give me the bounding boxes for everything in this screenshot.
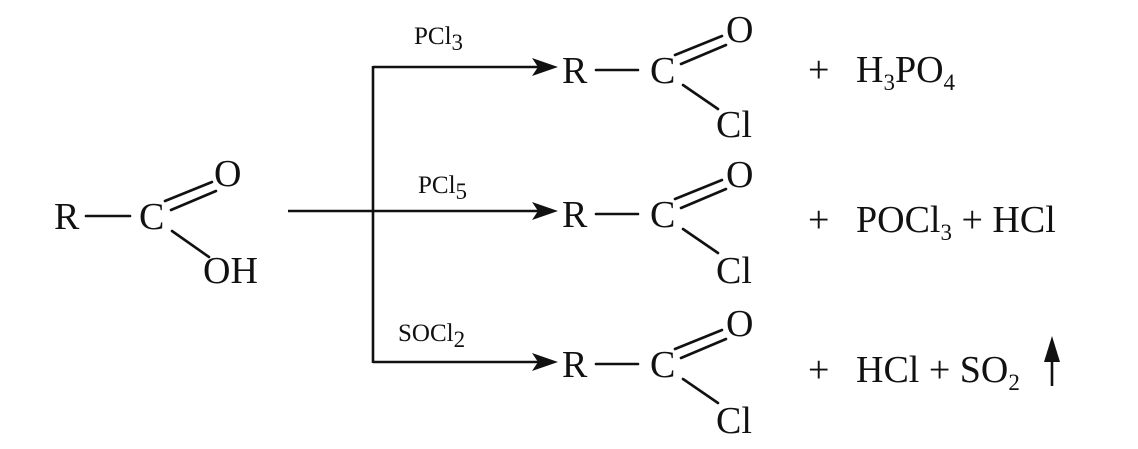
reagent-1: PCl3 [414, 23, 463, 55]
product-2-acyl-chloride: R C O Cl [562, 154, 753, 292]
svg-text:PCl3: PCl3 [414, 23, 463, 55]
product-3-oxygen: O [726, 303, 753, 345]
reagent-2: PCl5 [418, 172, 467, 204]
product-1-r-group: R [562, 50, 588, 92]
product-3-acyl-chloride: R C O Cl [562, 303, 753, 442]
product-3-double-bond-lower [679, 337, 728, 360]
byproducts-1-plus: + [808, 49, 829, 91]
reagent-2-formula: PCl [418, 172, 456, 199]
product-1-acyl-chloride: R C O Cl [562, 9, 753, 146]
reagent-1-subscript: 3 [452, 30, 464, 55]
byproducts-2-plus: + [808, 199, 829, 241]
byproduct-2-hcl: + HCl [952, 199, 1056, 241]
product-2-oxygen: O [726, 154, 753, 196]
byproducts-1: + H3PO4 [808, 49, 956, 95]
product-1-c-cl-bond [681, 83, 720, 111]
reactant-r-group: R [54, 196, 80, 238]
product-3-r-group: R [562, 344, 588, 386]
byproduct-1-h: H [856, 49, 883, 91]
byproduct-3-so-subscript: 2 [1008, 370, 1020, 395]
byproduct-1-po-subscript: 4 [944, 70, 956, 95]
gas-evolution-arrow-icon [1044, 336, 1060, 386]
product-2-c-cl-bond [681, 227, 720, 255]
upper-arrowhead [532, 58, 558, 76]
byproducts-3: + HCl + SO2 [808, 336, 1060, 395]
reactant-double-bond-upper [163, 180, 214, 203]
product-1-double-bond-upper [673, 34, 724, 57]
product-3-carbon: C [650, 344, 675, 386]
reactant-double-bond-lower [169, 189, 218, 212]
byproducts-2: + POCl3 + HCl [808, 199, 1056, 245]
product-1-oxygen: O [726, 9, 753, 51]
byproduct-1-h-subscript: 3 [883, 70, 895, 95]
svg-text:SOCl2: SOCl2 [398, 320, 465, 352]
lower-arrowhead [532, 353, 558, 371]
reactant-carboxylic-acid: R C O OH [54, 153, 258, 292]
product-1-chlorine: Cl [716, 104, 752, 146]
byproduct-1-po: PO [895, 49, 944, 91]
svg-text:PCl5: PCl5 [418, 172, 467, 204]
product-3-c-cl-bond [681, 377, 720, 405]
reactant-c-oh-bond [170, 229, 211, 259]
byproduct-3-hcl-so: HCl + SO [856, 349, 1008, 391]
byproduct-2-pocl-subscript: 3 [940, 220, 952, 245]
product-3-chlorine: Cl [716, 400, 752, 442]
svg-text:HCl + SO2: HCl + SO2 [856, 349, 1020, 395]
product-2-double-bond-upper [673, 178, 724, 201]
product-2-r-group: R [562, 194, 588, 236]
reagent-3-formula: SOCl [398, 320, 454, 347]
reagent-3-subscript: 2 [454, 327, 466, 352]
byproduct-2-pocl: POCl [856, 199, 940, 241]
product-3-double-bond-upper [673, 328, 724, 351]
svg-text:H3PO4: H3PO4 [856, 49, 956, 95]
reagent-3: SOCl2 [398, 320, 465, 352]
product-1-carbon: C [650, 50, 675, 92]
product-2-double-bond-lower [679, 187, 728, 210]
reagent-2-subscript: 5 [456, 179, 468, 204]
product-1-double-bond-lower [679, 43, 728, 66]
product-2-carbon: C [650, 194, 675, 236]
svg-text:POCl3 + HCl: POCl3 + HCl [856, 199, 1056, 245]
middle-arrowhead [532, 202, 558, 220]
byproducts-3-plus: + [808, 349, 829, 391]
product-2-chlorine: Cl [716, 250, 752, 292]
branch-arrows [288, 58, 558, 371]
reactant-hydroxyl: OH [203, 250, 258, 292]
reactant-carbon: C [139, 196, 164, 238]
reagent-1-formula: PCl [414, 23, 452, 50]
reactant-oxygen: O [214, 153, 241, 195]
